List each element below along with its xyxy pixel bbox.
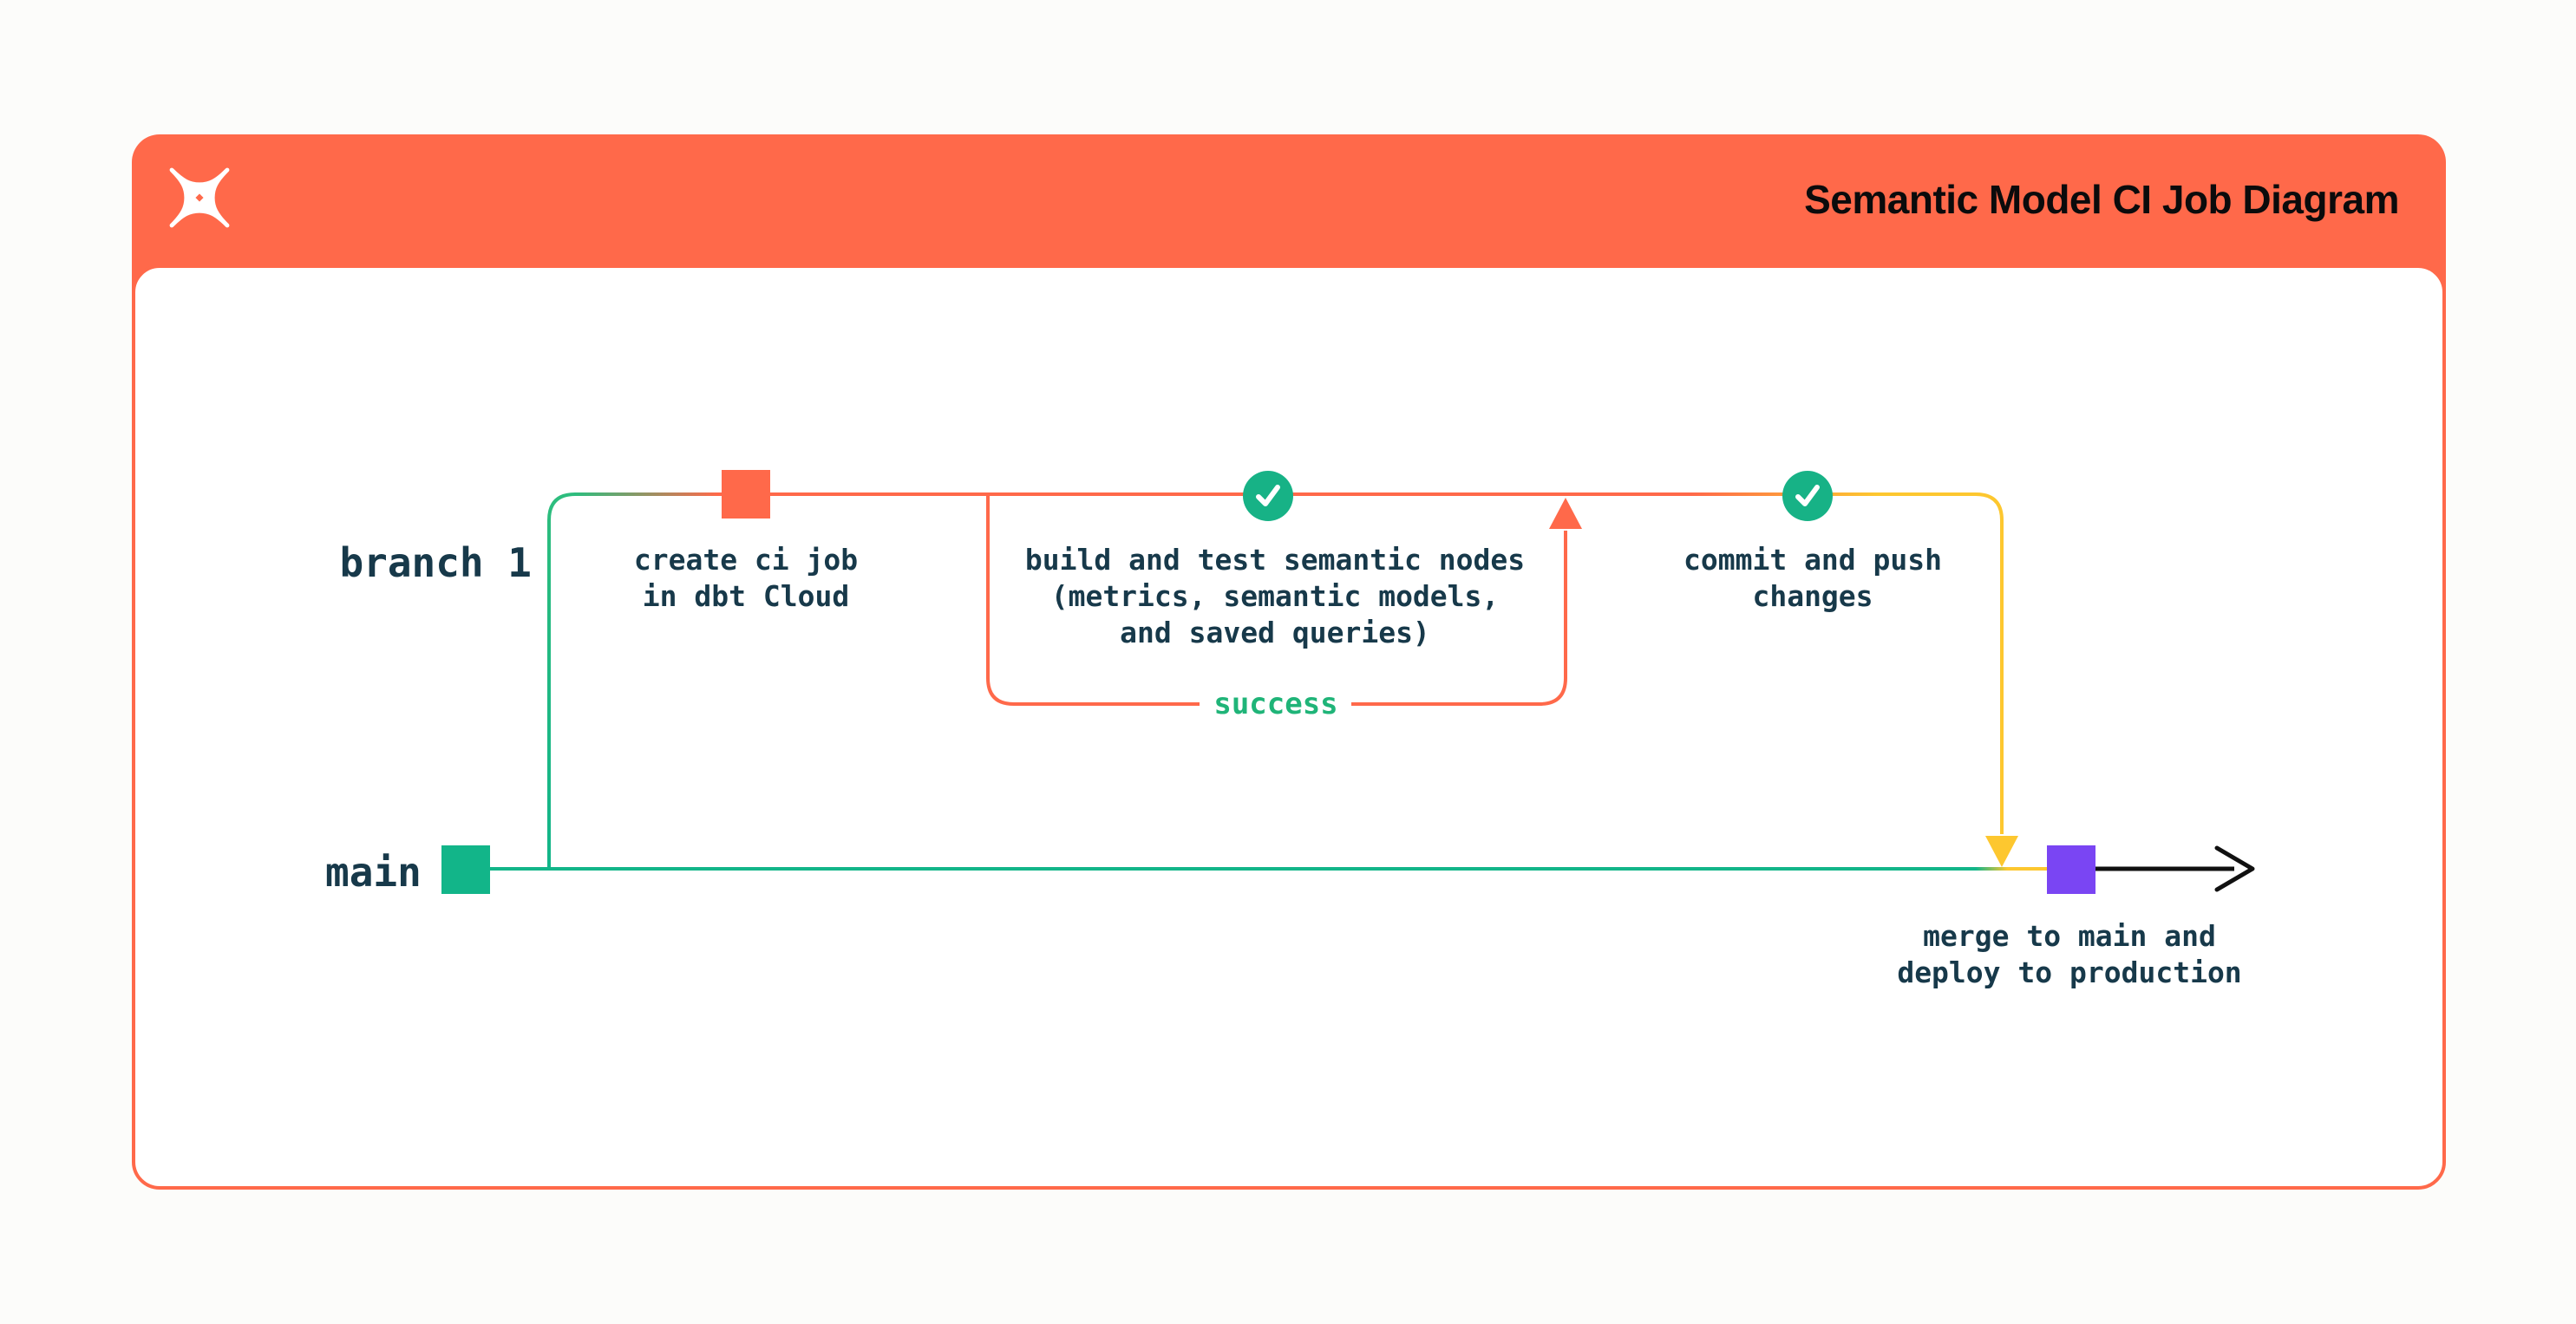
- node-label-build-and-test: build and test semantic nodes (metrics, …: [1025, 542, 1525, 651]
- branch-1-label: branch 1: [339, 539, 532, 586]
- label-line: deploy to production: [1897, 955, 2242, 989]
- check-icon: [1256, 485, 1280, 506]
- dbt-logo-icon: [169, 167, 230, 228]
- check-icon: [1795, 485, 1820, 506]
- build-test-check-icon: [1243, 471, 1293, 521]
- label-line: build and test semantic nodes: [1024, 543, 1526, 577]
- card-body: [132, 264, 2446, 1190]
- label-line: create ci job: [633, 543, 859, 577]
- label-line: changes: [1752, 579, 1873, 613]
- label-line: merge to main and: [1923, 919, 2216, 953]
- node-label-commit-and-push: commit and push changes: [1684, 542, 1942, 615]
- label-line: commit and push: [1683, 543, 1943, 577]
- diagram-card: Semantic Model CI Job Diagram: [132, 134, 2446, 1190]
- main-branch-label: main: [325, 849, 422, 896]
- create-ci-job-commit-square: [722, 470, 770, 519]
- page-title: Semantic Model CI Job Diagram: [1804, 177, 2399, 222]
- label-line: (metrics, semantic models,: [1050, 579, 1500, 613]
- commit-push-check-icon: [1782, 471, 1833, 521]
- node-label-create-ci-job: create ci job in dbt Cloud: [634, 542, 858, 615]
- label-line: in dbt Cloud: [642, 579, 850, 613]
- main-commit-square: [441, 845, 490, 894]
- label-line: and saved queries): [1120, 616, 1430, 649]
- node-label-merge-and-deploy: merge to main and deploy to production: [1897, 918, 2241, 991]
- merge-commit-square: [2047, 845, 2095, 894]
- success-loop-label: success: [1213, 687, 1338, 721]
